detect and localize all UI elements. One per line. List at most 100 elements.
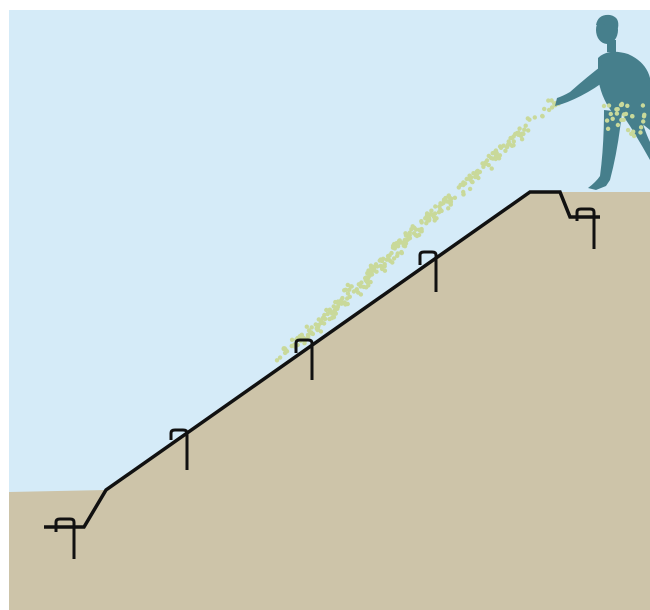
seed-dot — [323, 316, 328, 322]
seed-dot — [615, 122, 621, 128]
seed-dot — [356, 290, 361, 295]
seed-dot — [347, 287, 352, 292]
seed-dot — [467, 173, 472, 178]
seed-dot — [621, 112, 627, 117]
seed-dot — [395, 253, 400, 258]
seed-dot — [509, 135, 515, 141]
seed-dot — [429, 208, 434, 213]
seed-dot — [605, 126, 611, 131]
seed-dot — [395, 244, 401, 249]
seed-dot — [517, 126, 522, 131]
seed-dot — [274, 358, 280, 363]
seed-dot — [490, 151, 495, 156]
seed-dot — [342, 288, 347, 293]
seed-dot — [476, 175, 481, 181]
seed-dot — [397, 238, 402, 243]
seed-dot — [322, 312, 327, 318]
seed-dot — [641, 114, 647, 119]
seed-dot — [471, 171, 476, 176]
seed-dot — [418, 228, 423, 233]
seed-dot — [277, 355, 283, 360]
seed-dot — [625, 127, 631, 133]
seed-dot — [467, 176, 472, 181]
seed-dot — [527, 117, 532, 122]
seed-dot — [467, 186, 473, 192]
seed-dot — [426, 218, 432, 223]
seed-dot — [406, 236, 411, 241]
seed-dot — [641, 119, 646, 124]
person-right-leg — [622, 114, 650, 160]
seed-dot — [382, 264, 387, 269]
seed-dot — [349, 284, 354, 289]
seed-dot — [521, 131, 526, 137]
seed-dot — [361, 284, 366, 290]
seed-dot — [452, 195, 458, 200]
seed-dot — [407, 232, 412, 238]
seed-dot — [498, 145, 504, 150]
seed-dot — [549, 105, 555, 110]
slope-profile-line — [44, 190, 600, 529]
seed-dot — [532, 115, 537, 120]
seed-dot — [284, 348, 289, 354]
seed-dot — [373, 262, 379, 267]
seed-dot — [359, 280, 364, 285]
seed-dot — [424, 221, 429, 226]
seed-dot — [615, 107, 620, 112]
seed-dot — [384, 257, 389, 262]
seed-dot — [366, 268, 371, 273]
seed-dot — [345, 291, 351, 296]
seed-dot — [477, 169, 483, 175]
seed-dot — [549, 98, 554, 103]
seed-dot — [446, 206, 451, 211]
seed-dot — [619, 102, 624, 108]
seed-dot — [391, 256, 397, 261]
seed-dot — [493, 156, 498, 162]
seed-dot — [319, 319, 324, 324]
seed-dot — [523, 123, 528, 128]
seed-dot — [363, 278, 368, 283]
seed-dot — [503, 148, 508, 153]
seed-dot — [484, 158, 490, 163]
seed-dot — [433, 204, 438, 209]
seed-dot — [638, 125, 644, 130]
seed-scatter-front — [601, 101, 647, 139]
seed-dot — [379, 258, 385, 264]
seed-dot — [640, 103, 646, 108]
seed-dot — [546, 107, 552, 113]
seed-dot — [604, 118, 610, 123]
seed-dot — [327, 316, 332, 322]
seed-dot — [369, 265, 374, 270]
seed-dot — [390, 260, 395, 265]
seed-dot — [638, 130, 643, 135]
seed-dot — [511, 139, 516, 144]
seed-dot — [431, 214, 437, 220]
seed-dot — [387, 253, 392, 258]
seed-dot — [441, 200, 446, 206]
stake-2 — [169, 428, 189, 470]
seed-dot — [601, 103, 607, 109]
seed-dot — [306, 334, 311, 339]
seed-dot — [488, 155, 494, 161]
seed-dot — [496, 156, 502, 161]
person-torso — [598, 51, 650, 130]
seed-dot — [432, 211, 438, 216]
seed-dot — [413, 232, 418, 238]
seed-dot — [374, 269, 379, 274]
seed-dot — [456, 185, 461, 190]
seed-dot — [324, 307, 329, 313]
seed-dot — [302, 341, 307, 346]
seed-dot — [336, 301, 341, 307]
seed-dot — [281, 346, 286, 351]
seed-dot — [419, 219, 424, 224]
person-broadcasting-seed-icon — [555, 14, 650, 190]
person-left-leg — [588, 110, 622, 190]
seed-dot — [340, 295, 345, 301]
seed-dot — [315, 327, 321, 332]
seed-dot — [446, 199, 451, 204]
stake-4 — [418, 250, 438, 292]
seed-dot — [345, 282, 350, 288]
ground-fill — [9, 192, 650, 610]
stake-1 — [54, 517, 76, 559]
seed-dot — [447, 195, 453, 201]
seed-dot — [412, 225, 417, 230]
